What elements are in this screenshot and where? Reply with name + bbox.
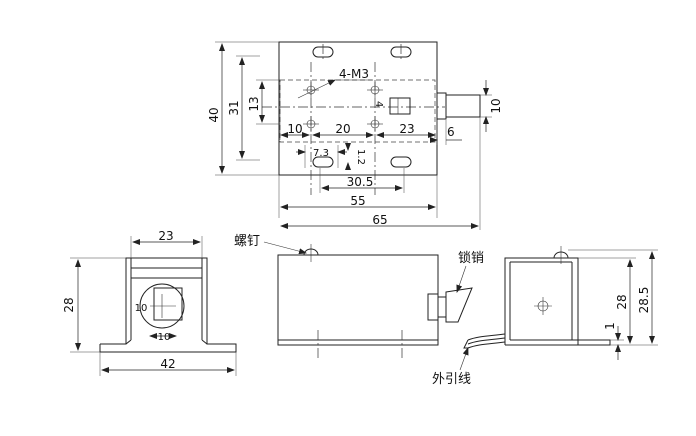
end-view: 23 28 42 10 10 [62,229,237,376]
end-dim-42: 42 [160,357,175,371]
dim-7-3: 7.3 [313,148,329,159]
side-view: 螺钉 锁销 外引线 [234,234,506,387]
right-dim-28: 28 [615,294,629,309]
right-view: 28 28.5 1 [504,246,658,360]
dim-20: 20 [335,122,350,136]
dim-10-left: 10 [287,122,302,136]
label-screw: 螺钉 [234,234,260,249]
dim-30-5: 30.5 [347,175,374,189]
latch-window [389,97,411,115]
dim-65: 65 [372,213,387,227]
side-view-latch [445,287,473,323]
side-view-plunger-collar [427,293,439,321]
label-leads: 外引线 [432,372,471,387]
slot-bottom-right [390,156,412,168]
dim-23: 23 [399,122,414,136]
dim-4: 4 [373,101,384,107]
dim-thread: 4-M3 [339,67,369,81]
dim-1-2: 1.2 [355,149,366,165]
end-view-top-plate [130,267,203,279]
right-view-bracket [504,257,579,345]
side-view-body [277,254,439,346]
end-view-plunger-square [153,287,183,321]
dim-13: 13 [247,96,261,111]
dim-55: 55 [350,194,365,208]
end-view-plunger-circle [139,283,185,329]
dim-40: 40 [207,107,221,122]
end-dim-10b: 10 [158,332,171,343]
dim-6: 6 [447,125,455,139]
end-dim-10: 10 [135,303,148,314]
dim-10-right: 10 [489,98,503,113]
lead-wire-1 [467,333,506,341]
right-dim-1: 1 [603,322,617,330]
top-view-plunger [445,94,481,118]
dim-31: 31 [227,100,241,115]
end-dim-28: 28 [62,297,76,312]
slot-bottom-left [312,156,334,168]
top-view-plunger-collar [436,92,447,120]
side-view-plunger-tip [437,296,447,318]
end-dim-23: 23 [158,229,173,243]
top-view: 4-M3 4 40 31 13 10 20 23 6 [207,41,503,230]
lead-wire-2 [467,337,506,345]
label-latch: 锁销 [458,250,484,266]
lead-wire-3 [467,341,506,349]
right-dim-28-5: 28.5 [637,287,651,314]
